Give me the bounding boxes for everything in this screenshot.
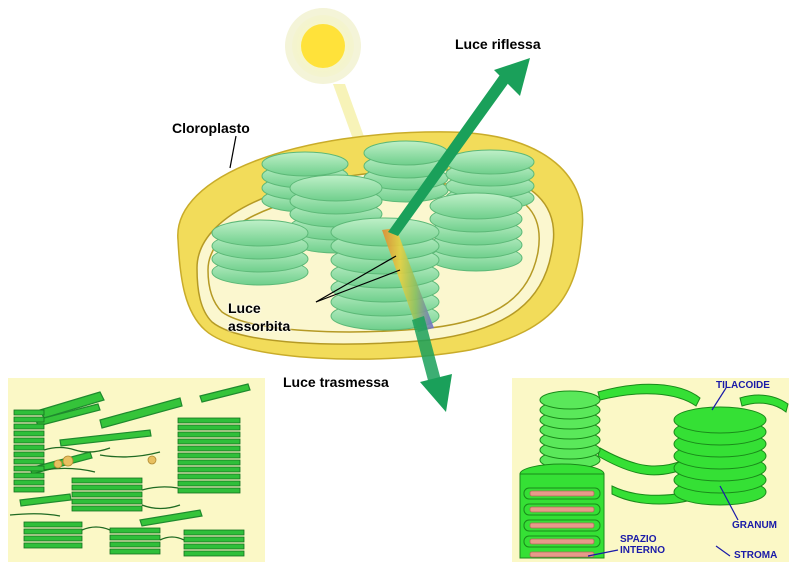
stroma-label: STROMA [734,550,777,561]
absorbed-light-label-line1: Luce [228,300,261,316]
internal-space-label-line2: INTERNO [620,545,665,556]
granum-label: GRANUM [732,520,777,531]
left-inset-thylakoids [8,378,265,562]
chloroplast-label: Cloroplasto [172,120,250,136]
reflected-light-label: Luce riflessa [455,36,541,52]
transmitted-light-label: Luce trasmessa [283,374,389,390]
sun-icon [285,8,361,84]
granum-stack [430,193,522,271]
thylakoid-label: TILACOIDE [716,380,770,391]
granum-stack [212,220,308,285]
internal-space-label-line1: SPAZIO [620,534,656,545]
absorbed-light-label-line2: assorbita [228,318,290,334]
